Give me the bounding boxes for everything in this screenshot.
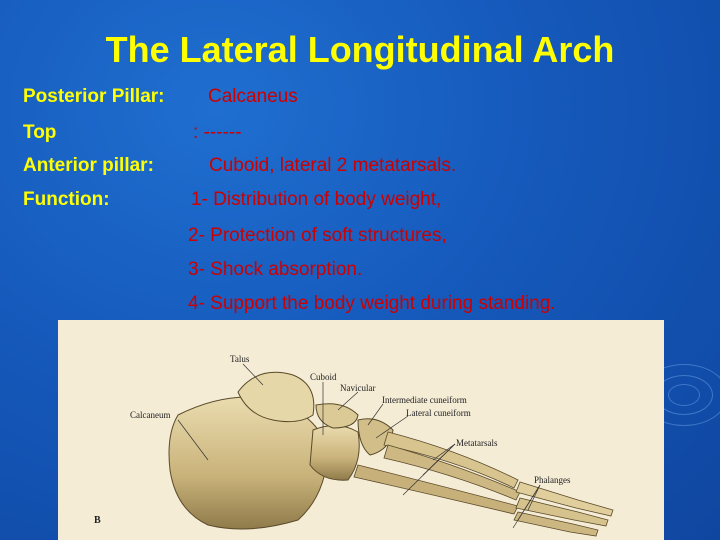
row-function: Function: 1- Distribution of body weight… [23,187,703,213]
row-label: Top [23,122,57,143]
row-label: Posterior Pillar: [23,86,165,107]
row-value: Calcaneus [208,86,298,107]
row-value: 4- Support the body weight during standi… [188,293,556,314]
row-top: Top : ------ [23,120,703,146]
foot-skeleton-illustration: Talus Cuboid Navicular Intermediate cune… [94,354,614,537]
phalanges-bone [515,481,614,517]
label-cuboid: Cuboid [310,372,337,382]
label-phalanges: Phalanges [534,475,571,485]
row-anterior-pillar: Anterior pillar: Cuboid, lateral 2 metat… [23,153,703,179]
label-calcaneum: Calcaneum [130,410,170,420]
phalanges-bone [513,511,599,537]
metatarsal-bone [353,464,519,515]
talus-bone [237,371,315,423]
label-talus: Talus [230,354,250,364]
label-navicular: Navicular [340,383,375,393]
row-label: Function: [23,189,110,210]
row-function-2: 2- Protection of soft structures, [23,223,703,249]
row-value: : ------ [193,122,242,143]
figure-panel-letter: B [94,515,101,526]
row-posterior-pillar: Posterior Pillar: Calcaneus [23,84,703,110]
row-label: Anterior pillar: [23,155,154,176]
row-function-3: 3- Shock absorption. [23,257,703,283]
label-lateral-cuneiform: Lateral cuneiform [406,408,471,418]
label-intermediate-cuneiform: Intermediate cuneiform [382,395,467,405]
foot-skeleton-figure: Talus Cuboid Navicular Intermediate cune… [58,320,664,540]
row-value: Cuboid, lateral 2 metatarsals. [209,155,457,176]
label-metatarsals: Metatarsals [456,438,498,448]
phalanges-bone [515,497,609,527]
cuneiform-bone [357,418,394,456]
row-value: 2- Protection of soft structures, [188,225,447,246]
slide-title: The Lateral Longitudinal Arch [105,29,615,70]
navicular-bone [315,403,359,429]
row-function-4: 4- Support the body weight during standi… [23,291,703,317]
metatarsal-bone [383,431,519,489]
row-value: 1- Distribution of body weight, [191,189,442,210]
cuboid-bone [309,425,360,481]
row-value: 3- Shock absorption. [188,259,363,280]
